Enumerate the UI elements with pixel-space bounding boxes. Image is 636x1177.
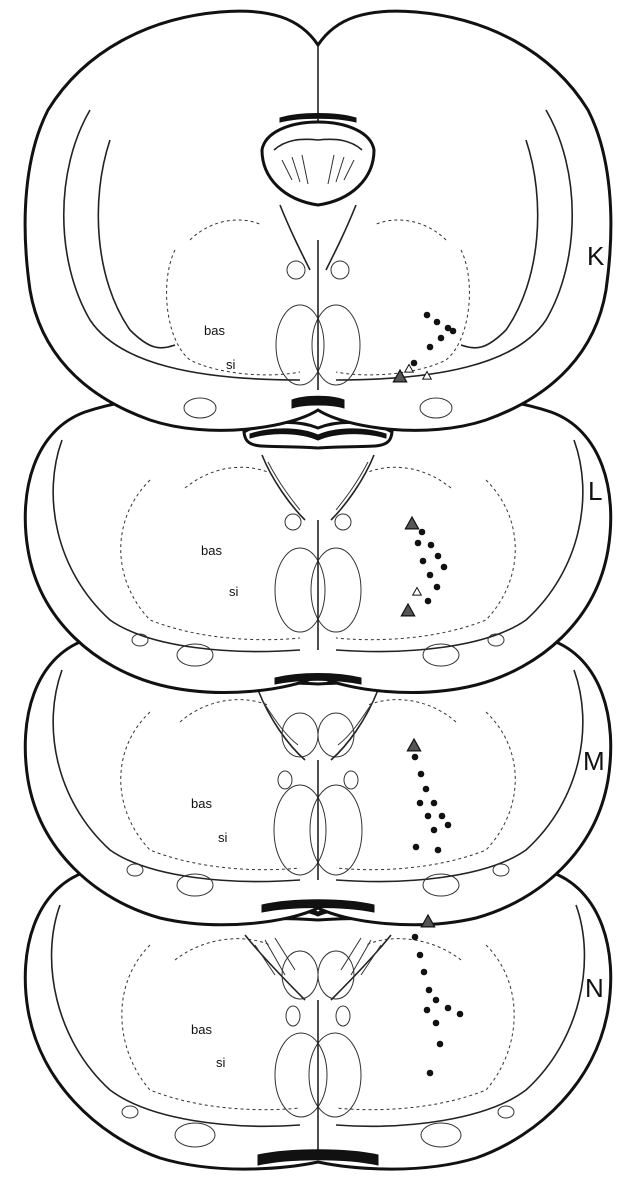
region-label-bas-n: bas [191, 1022, 212, 1037]
region-label-bas-l: bas [201, 543, 222, 558]
region-label-si-k: si [226, 357, 236, 372]
dot-marker-m-2 [423, 786, 430, 793]
dot-marker-l-1 [428, 542, 435, 549]
dot-marker-m-5 [445, 822, 452, 829]
dot-marker-k-3 [427, 344, 434, 351]
dot-marker-l-4 [415, 540, 422, 547]
dot-marker-k-1 [434, 319, 441, 326]
dot-marker-l-0 [419, 529, 426, 536]
dot-marker-k-4 [438, 335, 445, 342]
dot-marker-m-6 [417, 800, 424, 807]
dot-marker-n-6 [457, 1011, 464, 1018]
dot-marker-n-8 [433, 1020, 440, 1027]
region-label-si-l: si [229, 584, 239, 599]
dot-marker-n-2 [421, 969, 428, 976]
dot-marker-l-2 [435, 553, 442, 560]
panel-letter-n: N [585, 973, 604, 1003]
section-l [25, 396, 610, 692]
dot-marker-n-0 [412, 934, 419, 941]
dot-marker-n-7 [424, 1007, 431, 1014]
dot-marker-m-0 [412, 754, 419, 761]
region-label-si-n: si [216, 1055, 226, 1070]
dot-marker-n-4 [433, 997, 440, 1004]
section-k [25, 11, 611, 430]
dot-marker-k-5 [450, 328, 457, 335]
dot-marker-k-6 [411, 360, 418, 367]
dot-marker-m-3 [431, 800, 438, 807]
panel-letter-l: L [588, 476, 602, 506]
dot-marker-l-3 [441, 564, 448, 571]
dot-marker-m-1 [418, 771, 425, 778]
panel-letter-m: M [583, 746, 605, 776]
dot-marker-n-5 [445, 1005, 452, 1012]
dot-marker-n-3 [426, 987, 433, 994]
dot-marker-m-10 [413, 844, 420, 851]
dot-marker-l-6 [427, 572, 434, 579]
dot-marker-m-9 [435, 847, 442, 854]
dot-marker-l-7 [434, 584, 441, 591]
dot-marker-m-4 [439, 813, 446, 820]
dot-marker-n-1 [417, 952, 424, 959]
dot-marker-l-5 [420, 558, 427, 565]
panel-letter-k: K [587, 241, 605, 271]
region-label-bas-m: bas [191, 796, 212, 811]
dot-marker-n-9 [437, 1041, 444, 1048]
region-label-si-m: si [218, 830, 228, 845]
dot-marker-m-8 [431, 827, 438, 834]
region-label-bas-k: bas [204, 323, 225, 338]
dot-marker-n-10 [427, 1070, 434, 1077]
dot-marker-l-8 [425, 598, 432, 605]
dot-marker-k-0 [424, 312, 431, 319]
dot-marker-m-7 [425, 813, 432, 820]
